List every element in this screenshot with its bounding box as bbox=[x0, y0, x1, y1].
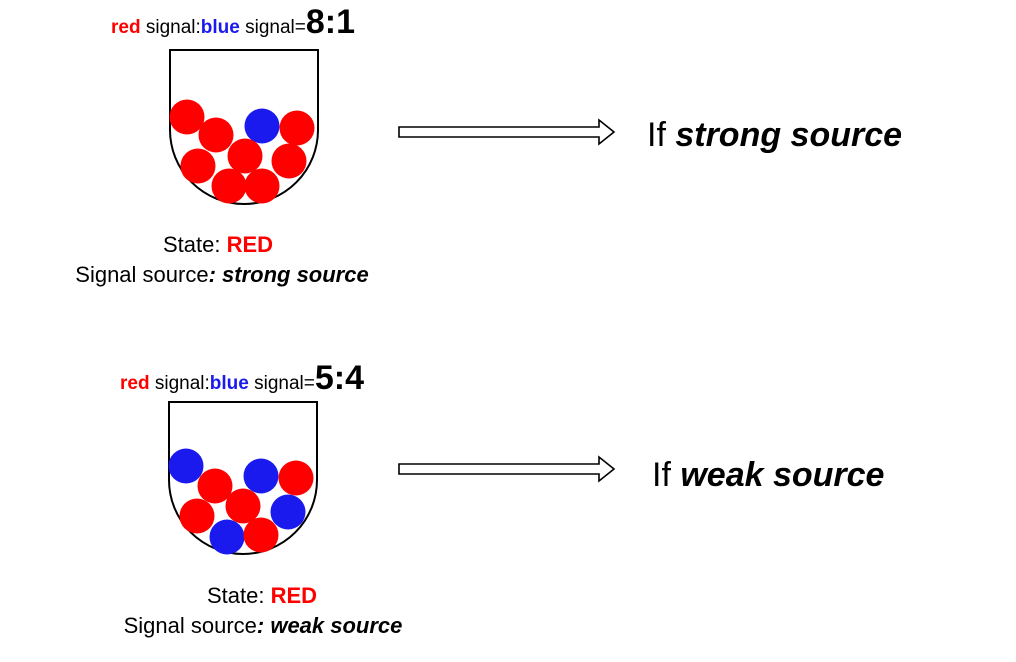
state-value: RED bbox=[271, 583, 317, 608]
state-label: State: bbox=[163, 232, 227, 257]
result-label: If weak source bbox=[652, 456, 884, 494]
ratio-mid-text: signal: bbox=[141, 17, 201, 38]
signal-ball bbox=[180, 148, 216, 184]
source-label: Signal source bbox=[124, 613, 257, 638]
state-value: RED bbox=[227, 232, 273, 257]
arrow bbox=[398, 455, 616, 483]
source-line: Signal source: weak source bbox=[124, 613, 403, 638]
signal-ball bbox=[279, 110, 315, 146]
ratio-label: red signal:blue signal=5:4 bbox=[120, 359, 364, 397]
arrow bbox=[398, 118, 616, 146]
source-line: Signal source: strong source bbox=[75, 262, 368, 287]
state-label: State: bbox=[207, 583, 271, 608]
result-label: If strong source bbox=[647, 116, 902, 154]
result-prefix: If bbox=[652, 456, 680, 494]
ratio-value: 5:4 bbox=[315, 359, 364, 397]
signal-ball bbox=[271, 143, 307, 179]
signal-ball bbox=[278, 460, 314, 496]
source-value: : strong source bbox=[209, 262, 369, 287]
panel-weak: red signal:blue signal=5:4 State: RED Si… bbox=[120, 359, 884, 638]
signal-ball bbox=[225, 488, 261, 524]
panel-strong: red signal:blue signal=8:1 State: RED Si… bbox=[75, 3, 902, 287]
ratio-tail-text: signal= bbox=[249, 373, 315, 394]
ratio-tail-text: signal= bbox=[240, 17, 306, 38]
signal-ball bbox=[197, 468, 233, 504]
ball-group bbox=[169, 99, 315, 204]
ratio-value: 8:1 bbox=[306, 3, 355, 41]
signal-ball bbox=[211, 168, 247, 204]
signal-ball bbox=[243, 517, 279, 553]
ratio-blue-word: blue bbox=[210, 373, 249, 394]
state-line: State: RED bbox=[207, 583, 317, 608]
ratio-label: red signal:blue signal=8:1 bbox=[111, 3, 355, 41]
beaker bbox=[168, 401, 318, 555]
ratio-blue-word: blue bbox=[201, 17, 240, 38]
signal-ball bbox=[243, 458, 279, 494]
ratio-red-word: red bbox=[111, 17, 141, 38]
ball-group bbox=[168, 448, 314, 555]
signal-ball bbox=[270, 494, 306, 530]
signal-ball bbox=[227, 138, 263, 174]
signal-ball bbox=[169, 99, 205, 135]
source-label: Signal source bbox=[75, 262, 208, 287]
result-value: strong source bbox=[675, 116, 902, 154]
ratio-mid-text: signal: bbox=[150, 373, 210, 394]
state-line: State: RED bbox=[163, 232, 273, 257]
signal-ball bbox=[209, 519, 245, 555]
result-prefix: If bbox=[647, 116, 675, 154]
beaker bbox=[169, 49, 319, 205]
signal-ball bbox=[198, 117, 234, 153]
ratio-red-word: red bbox=[120, 373, 150, 394]
signal-ball bbox=[244, 108, 280, 144]
source-value: : weak source bbox=[257, 613, 403, 638]
result-value: weak source bbox=[680, 456, 884, 494]
signal-ball bbox=[168, 448, 204, 484]
signal-ball bbox=[179, 498, 215, 534]
signal-ball bbox=[244, 168, 280, 204]
